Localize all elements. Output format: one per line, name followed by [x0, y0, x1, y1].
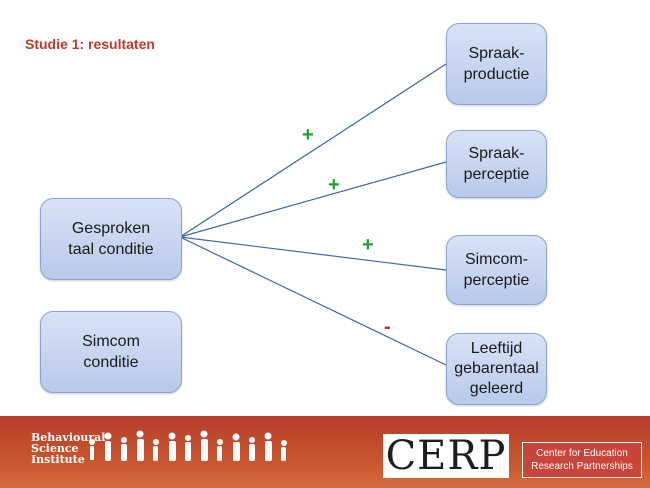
node-leeftijd-gebarentaal-geleerd: Leeftijd gebarentaal geleerd: [446, 333, 547, 405]
link-leeftijd: [179, 236, 447, 366]
cerp-logo: CERP: [385, 433, 507, 479]
node-spraakperceptie: Spraak- perceptie: [446, 130, 547, 198]
effect-sign-leeftijd: -: [384, 316, 391, 338]
node-simcomperceptie: Simcom- perceptie: [446, 235, 547, 305]
effect-sign-simcomperceptie: +: [362, 234, 374, 256]
link-simcomperceptie: [179, 236, 447, 271]
node-spraakproductie: Spraak- productie: [446, 23, 547, 105]
slide-title: Studie 1: resultaten: [25, 36, 155, 52]
people-silhouette-icon: [89, 430, 287, 461]
bsi-logo-text: Behavioural Science Institute: [31, 431, 106, 466]
effect-sign-spraakproductie: +: [302, 124, 314, 146]
cerp-tagline: Center for Education Research Partnershi…: [522, 442, 642, 478]
link-spraakperceptie: [179, 161, 447, 238]
footer-banner: Behavioural Science Institute CERP Cent: [0, 416, 650, 488]
node-gesproken-taal-conditie: Gesproken taal conditie: [40, 198, 182, 280]
cerp-logo-box: CERP: [383, 433, 509, 479]
node-simcom-conditie: Simcom conditie: [40, 311, 182, 393]
link-spraakproductie: [179, 63, 447, 238]
effect-sign-spraakperceptie: +: [328, 174, 340, 196]
